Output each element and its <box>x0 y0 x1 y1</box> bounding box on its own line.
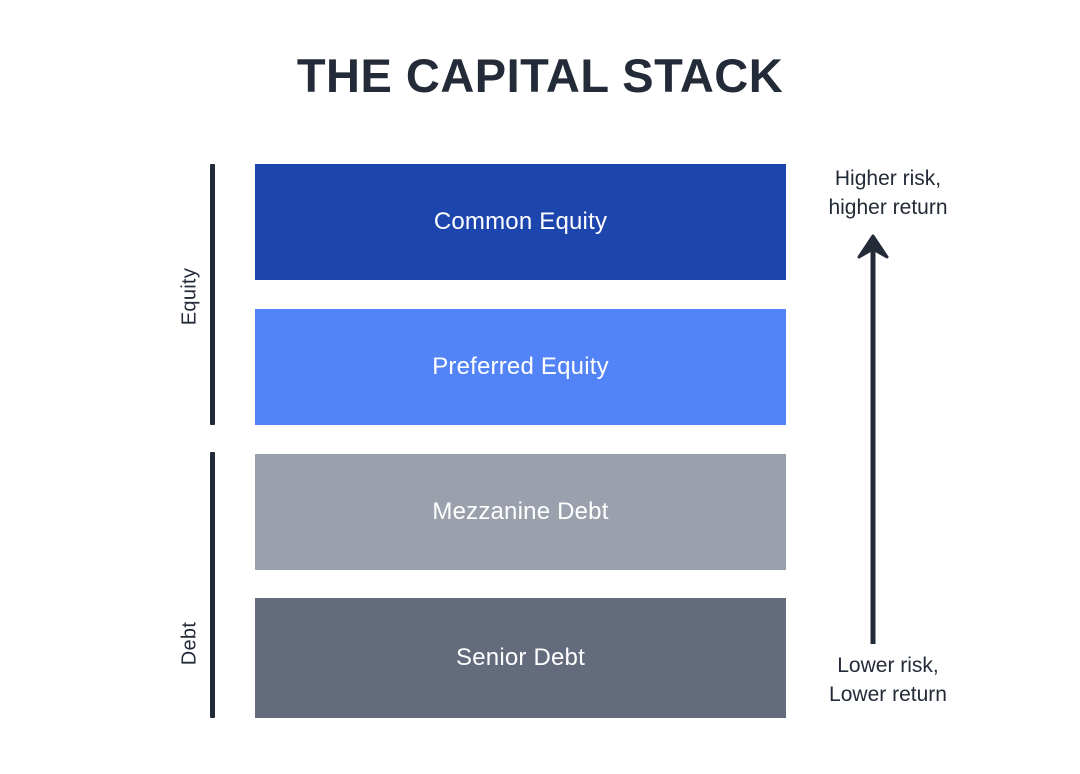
risk-caption-bottom: Lower risk, Lower return <box>798 652 978 709</box>
risk-caption-top-line-2: higher return <box>828 195 948 219</box>
risk-arrow-up-icon <box>852 232 894 644</box>
stack-layer-label: Common Equity <box>433 208 608 235</box>
group-label-debt: Debt <box>178 621 201 666</box>
risk-caption-bottom-line-2: Lower return <box>829 682 947 706</box>
stack-layer-common-equity[interactable]: Common Equity <box>255 164 786 280</box>
stack-layer-senior-debt[interactable]: Senior Debt <box>255 598 786 718</box>
stack-layer-mezzanine-debt[interactable]: Mezzanine Debt <box>255 454 786 570</box>
stack-layer-preferred-equity[interactable]: Preferred Equity <box>255 309 786 425</box>
stack-layer-label: Senior Debt <box>456 644 585 671</box>
group-label-equity: Equity <box>178 267 201 326</box>
stack-layer-label: Mezzanine Debt <box>432 498 609 525</box>
risk-caption-top: Higher risk, higher return <box>798 165 978 222</box>
risk-caption-top-line-1: Higher risk, <box>834 167 942 190</box>
page-title: THE CAPITAL STACK <box>296 49 784 102</box>
group-bracket-debt <box>210 452 215 718</box>
stack-layer-label: Preferred Equity <box>432 353 609 380</box>
risk-caption-bottom-line-1: Lower risk, <box>837 654 939 677</box>
group-bracket-equity <box>210 164 215 425</box>
